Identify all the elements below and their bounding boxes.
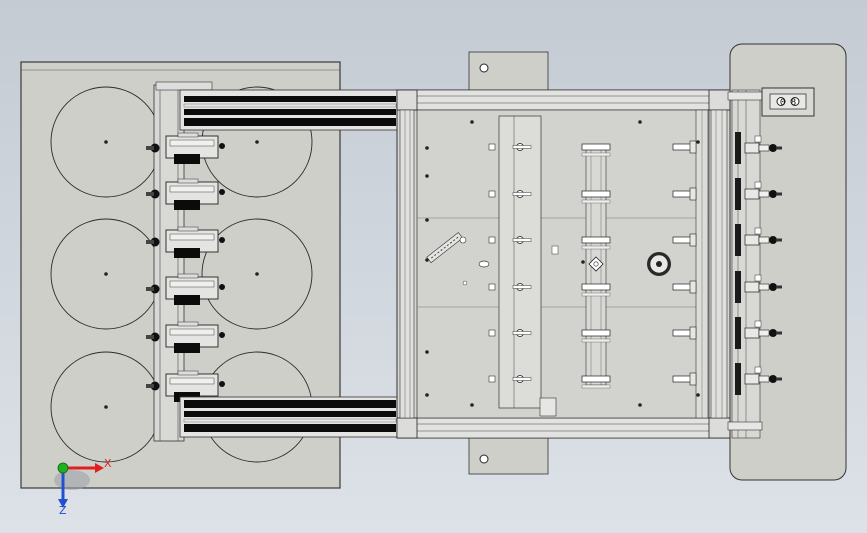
axis-y-dot-icon (57, 462, 69, 474)
coordinate-triad: X Z (54, 457, 112, 517)
reel-disc (201, 218, 313, 330)
control-box[interactable]: 0 8 (761, 87, 815, 117)
inner-left-guide (498, 115, 542, 409)
tape-clamp (146, 226, 225, 258)
adjust-knob (735, 317, 782, 349)
tape-clamp-group (146, 132, 225, 402)
tape-clamp (146, 273, 225, 305)
right-knob-group (735, 132, 782, 395)
control-box-display: 0 8 (780, 98, 796, 108)
diagonal-slot-part (426, 232, 464, 264)
tape-clamp (146, 178, 225, 210)
adjust-knob (735, 224, 782, 256)
top-mounting-tab (468, 51, 549, 93)
adjust-knob (735, 271, 782, 303)
adjust-knob (735, 132, 782, 164)
top-rail[interactable] (179, 89, 401, 131)
right-control-panel[interactable]: 0 8 (727, 43, 847, 481)
sprocket-gear-icon (647, 252, 671, 276)
bottom-rail[interactable] (179, 396, 401, 438)
adjust-knob (735, 178, 782, 210)
adjust-knob (735, 363, 782, 395)
axis-x-label: X (104, 457, 112, 470)
tape-clamp (146, 132, 225, 164)
axis-z-label: Z (59, 504, 67, 517)
bottom-mounting-tab (468, 433, 549, 475)
diamond-nut-icon (588, 256, 604, 272)
tape-clamp (146, 321, 225, 353)
central-frame[interactable] (396, 89, 732, 439)
inner-hardware-group (488, 140, 697, 389)
